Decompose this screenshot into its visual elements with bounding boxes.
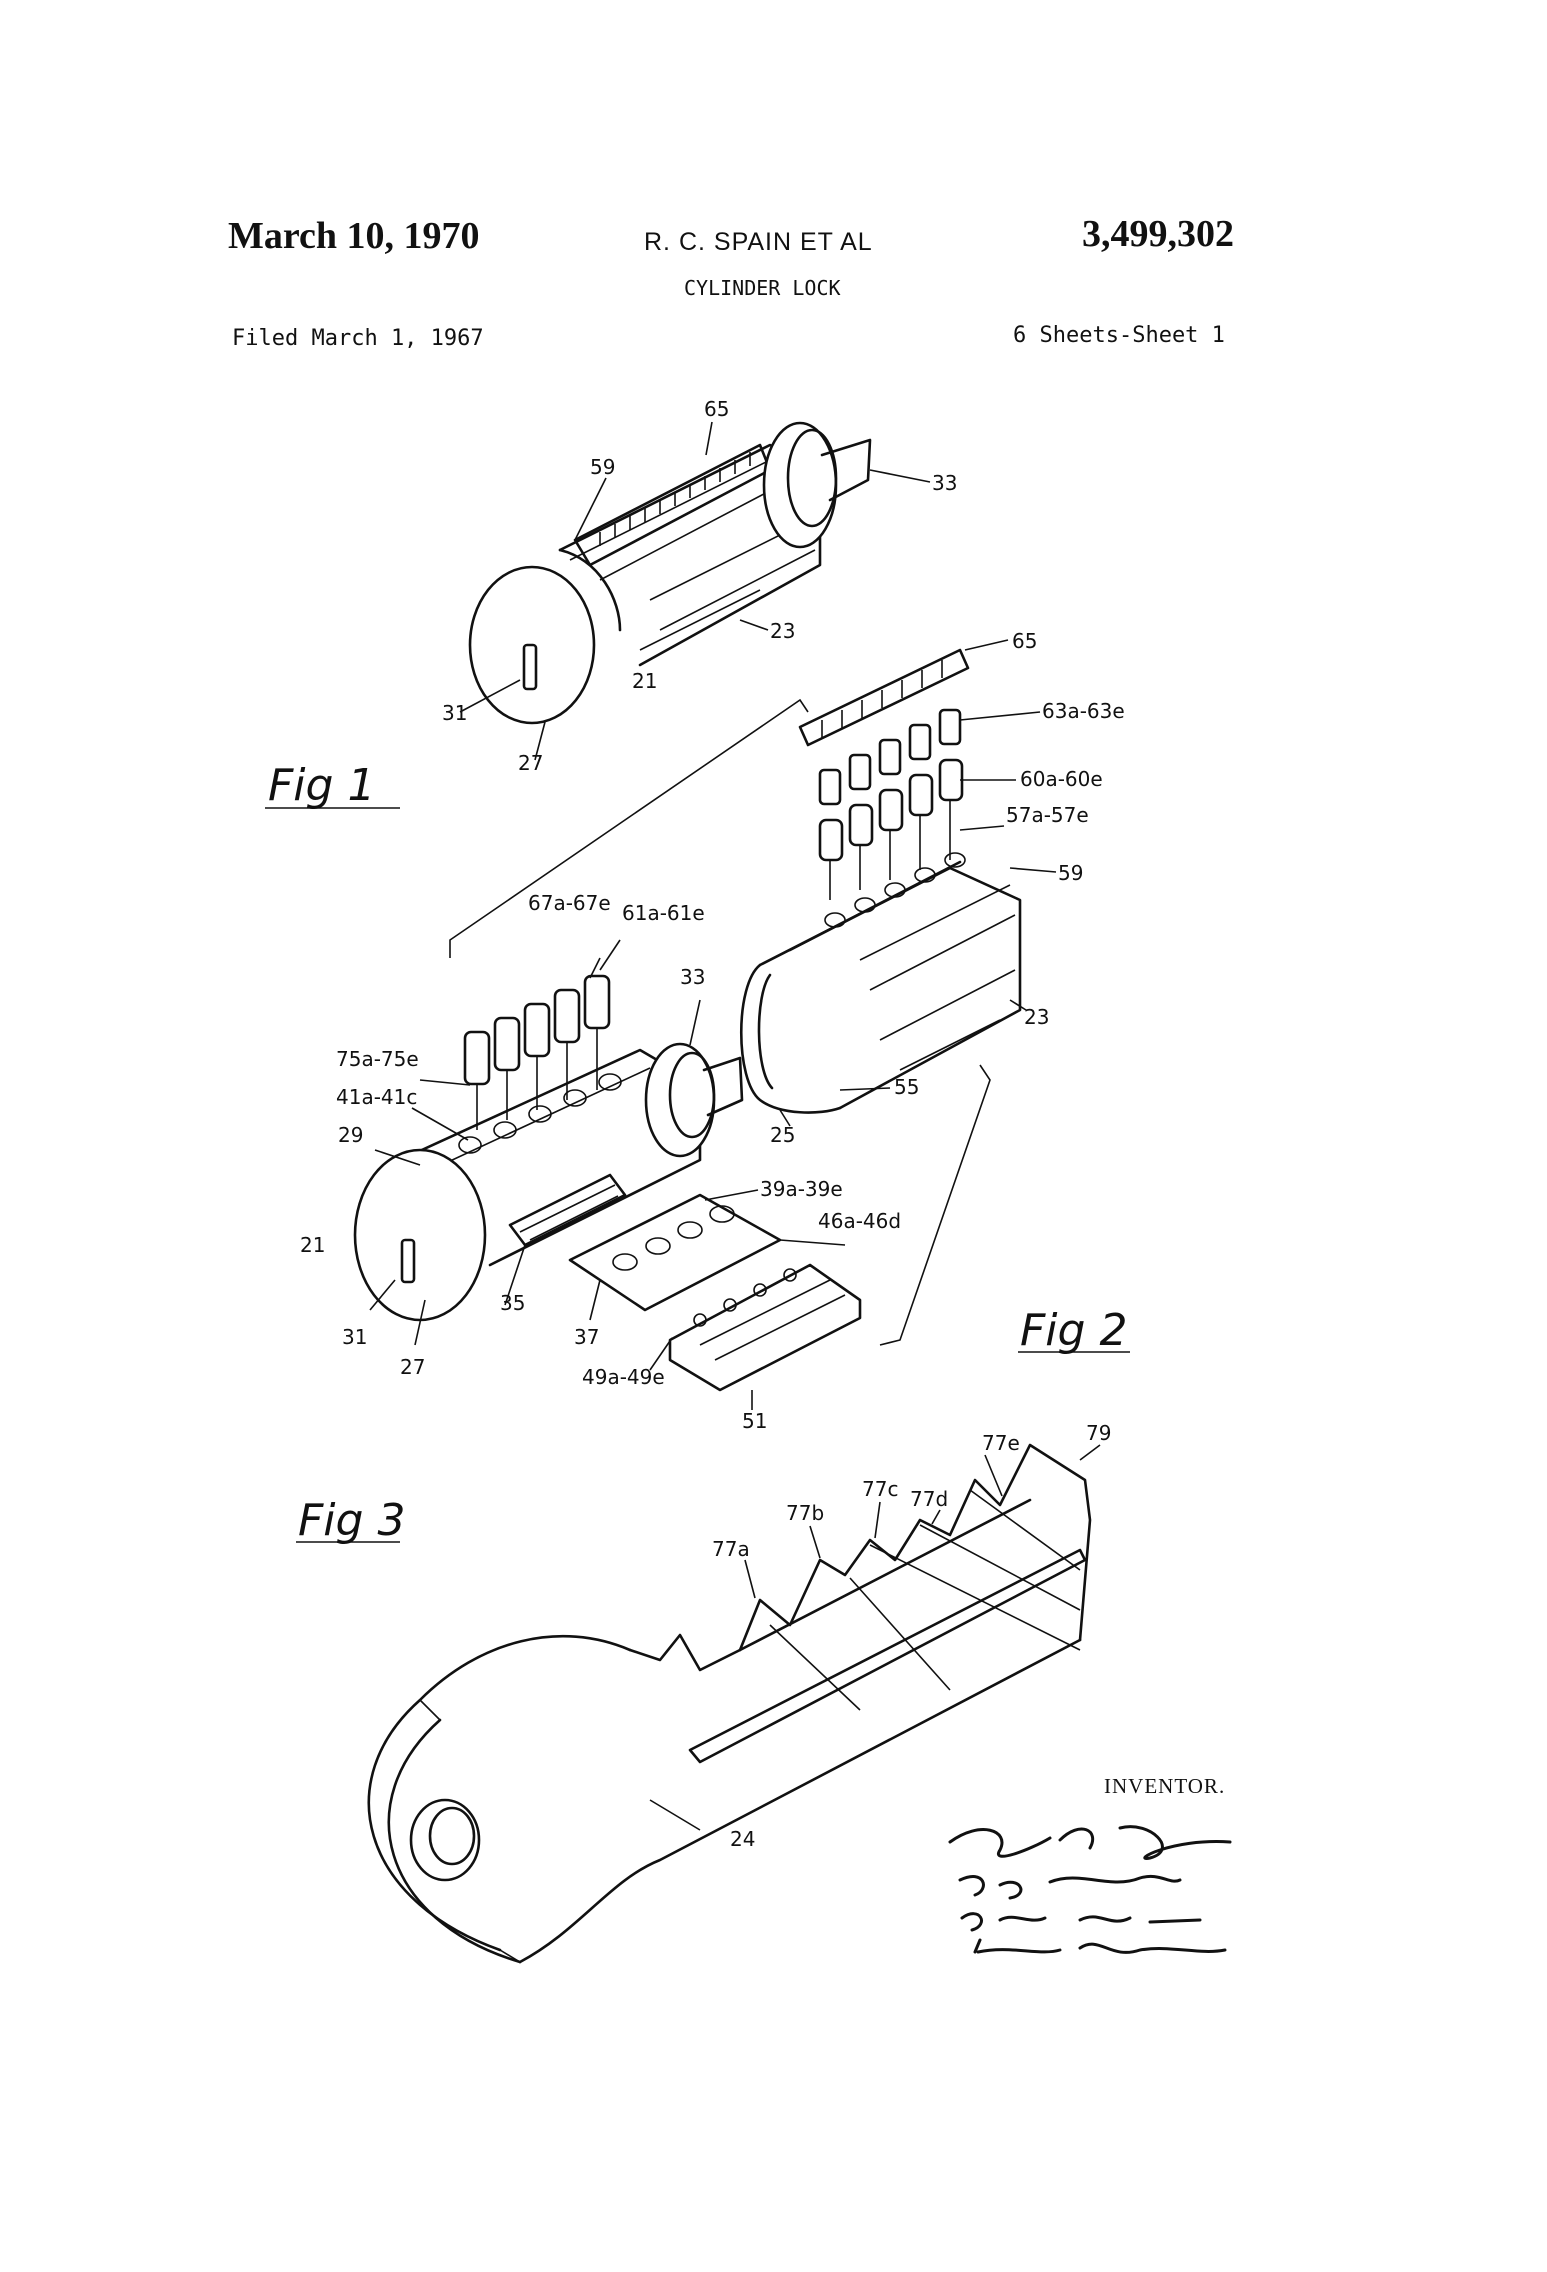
patent-number: 3,499,302 (1082, 213, 1234, 255)
inventor-signatures (948, 1825, 1232, 1954)
ref-fig2-39: 39a-39e (760, 1177, 843, 1201)
ref-fig3-77b: 77b (786, 1501, 824, 1525)
patent-title: CYLINDER LOCK (684, 276, 841, 300)
ref-fig2-21: 21 (300, 1233, 325, 1257)
fig2-caption: Fig 2 (1020, 1305, 1127, 1356)
ref-fig3-77e: 77e (982, 1431, 1020, 1455)
ref-fig2-35: 35 (500, 1291, 525, 1315)
ref-fig1-21: 21 (632, 669, 657, 693)
sheet-count: 6 Sheets-Sheet 1 (1013, 323, 1225, 348)
ref-fig1-31: 31 (442, 701, 467, 725)
ref-fig2-61: 61a-61e (622, 901, 705, 925)
ref-fig3-77a: 77a (712, 1537, 750, 1561)
inventor-label: INVENTOR. (1104, 1774, 1226, 1798)
ref-fig2-33: 33 (680, 965, 705, 989)
fig3-caption: Fig 3 (298, 1495, 405, 1546)
filed-date: Filed March 1, 1967 (232, 326, 484, 351)
patent-date: March 10, 1970 (228, 215, 480, 257)
ref-fig2-59: 59 (1058, 861, 1083, 885)
ref-fig2-65: 65 (1012, 629, 1037, 653)
ref-fig2-27: 27 (400, 1355, 425, 1379)
ref-fig2-31: 31 (342, 1325, 367, 1349)
ref-fig3-24: 24 (730, 1827, 755, 1851)
ref-fig3-79: 79 (1086, 1421, 1111, 1445)
inventor-names: R. C. SPAIN ET AL (644, 228, 873, 256)
ref-fig3-77c: 77c (862, 1477, 898, 1501)
fig2-exploded-view (353, 639, 1057, 1410)
fig1-caption: Fig 1 (268, 760, 375, 811)
ref-fig2-25: 25 (770, 1123, 795, 1147)
fig1-assembled-cylinder (459, 421, 931, 761)
ref-fig2-23: 23 (1024, 1005, 1049, 1029)
ref-fig3-77d: 77d (910, 1487, 948, 1511)
ref-fig2-41: 41a-41c (336, 1085, 417, 1109)
ref-fig2-46: 46a-46d (818, 1209, 901, 1233)
ref-fig2-55: 55 (894, 1075, 919, 1099)
ref-fig2-75: 75a-75e (336, 1047, 419, 1071)
ref-fig1-65: 65 (704, 397, 729, 421)
fig3-key (367, 1443, 1101, 1964)
ref-fig2-29: 29 (338, 1123, 363, 1147)
ref-fig1-23: 23 (770, 619, 795, 643)
ref-fig2-57: 57a-57e (1006, 803, 1089, 827)
ref-fig2-49: 49a-49e (582, 1365, 665, 1389)
ref-fig2-37: 37 (574, 1325, 599, 1349)
ref-fig1-59: 59 (590, 455, 615, 479)
ref-fig2-60: 60a-60e (1020, 767, 1103, 791)
ref-fig1-33: 33 (932, 471, 957, 495)
ref-fig1-27: 27 (518, 751, 543, 775)
ref-fig2-67: 67a-67e (528, 891, 611, 915)
ref-fig2-51: 51 (742, 1409, 767, 1433)
ref-fig2-63: 63a-63e (1042, 699, 1125, 723)
